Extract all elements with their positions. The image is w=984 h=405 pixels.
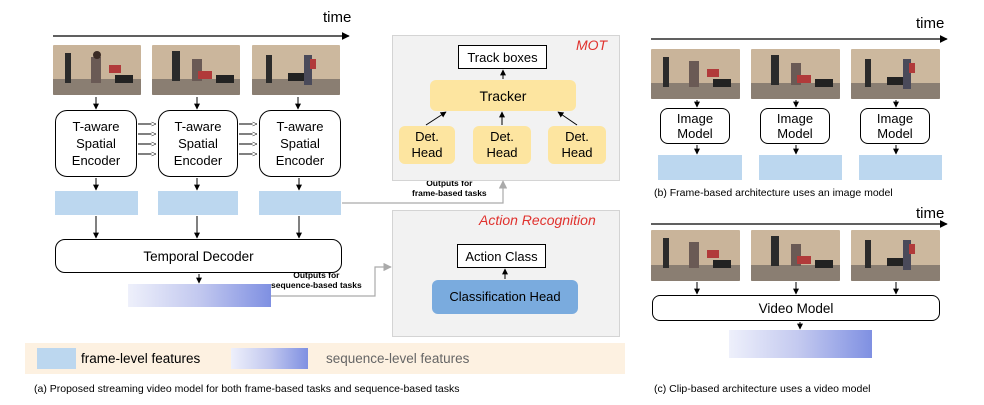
frame-photo — [152, 45, 240, 95]
frame-photo — [651, 49, 740, 99]
legend-sequence-swatch — [231, 348, 308, 369]
det-head: Det. Head — [399, 126, 455, 164]
spatial-encoder: T-aware Spatial Encoder — [158, 110, 238, 177]
time-label-a: time — [323, 9, 352, 26]
frame-level-feature — [158, 191, 238, 215]
track-boxes: Track boxes — [458, 45, 547, 69]
frame-output-connector — [342, 180, 508, 204]
legend — [25, 343, 625, 374]
legend-frame-swatch — [37, 348, 76, 369]
frame-level-feature — [658, 155, 742, 180]
time-label-b: time — [916, 15, 945, 32]
sequence-level-feature — [729, 330, 872, 358]
frame-photo — [651, 230, 740, 281]
caption-a: (a) Proposed streaming video model for b… — [34, 383, 460, 395]
outputs-sequence-label: Outputs for sequence-based tasks — [271, 270, 362, 290]
sequence-level-feature — [128, 284, 271, 307]
arrow — [425, 111, 447, 126]
frame-level-feature — [55, 191, 138, 215]
frame-photo — [252, 45, 340, 95]
video-frame — [851, 49, 940, 99]
classification-head: Classification Head — [432, 280, 578, 314]
action-title: Action Recognition — [479, 212, 596, 228]
video-frame — [152, 45, 240, 95]
image-model: Image Model — [860, 108, 930, 144]
frame-photo — [751, 230, 840, 281]
outputs-frame-label: Outputs for frame-based tasks — [412, 178, 487, 198]
frame-photo — [851, 49, 940, 99]
video-frame — [651, 230, 740, 281]
image-model: Image Model — [660, 108, 730, 144]
det-head: Det. Head — [548, 126, 606, 164]
frame-photo — [851, 230, 940, 281]
video-frame — [651, 49, 740, 99]
frame-level-feature — [259, 191, 341, 215]
video-frame — [851, 230, 940, 281]
frame-level-feature — [859, 155, 942, 180]
time-label-c: time — [916, 205, 945, 222]
video-model: Video Model — [652, 295, 940, 321]
legend-frame-label: frame-level features — [81, 351, 201, 366]
frame-level-feature — [759, 155, 842, 180]
spatial-encoder: T-aware Spatial Encoder — [55, 110, 137, 177]
sequence-output-connector — [271, 262, 392, 297]
video-frame — [751, 49, 840, 99]
det-head: Det. Head — [473, 126, 531, 164]
arrow — [557, 111, 578, 126]
video-frame — [751, 230, 840, 281]
tracker: Tracker — [430, 80, 576, 111]
spatial-encoder: T-aware Spatial Encoder — [259, 110, 341, 177]
encoder-link-arrows — [138, 124, 257, 154]
frame-photo — [751, 49, 840, 99]
temporal-decoder: Temporal Decoder — [55, 239, 342, 273]
image-model: Image Model — [760, 108, 830, 144]
video-frame — [53, 45, 141, 95]
action-class: Action Class — [457, 244, 546, 268]
video-frame — [252, 45, 340, 95]
caption-b: (b) Frame-based architecture uses an ima… — [654, 187, 893, 199]
mot-title: MOT — [576, 37, 608, 53]
frame-photo — [53, 45, 141, 95]
legend-sequence-label: sequence-level features — [326, 351, 470, 366]
caption-c: (c) Clip-based architecture uses a video… — [654, 383, 871, 395]
